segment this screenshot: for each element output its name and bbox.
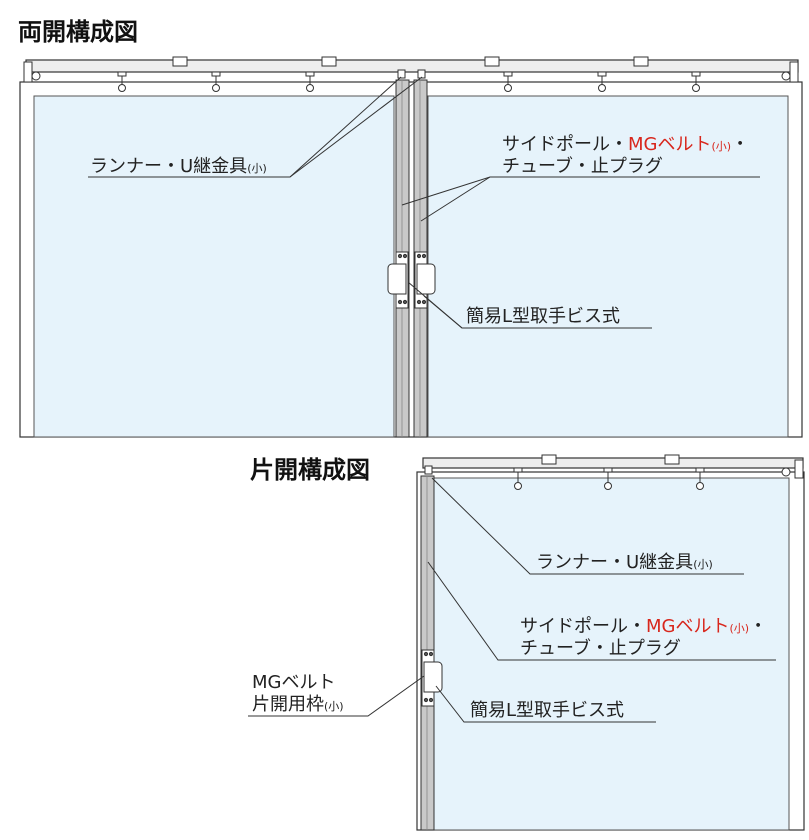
end-hook-icon [781,467,791,477]
single-leader-lines [248,477,776,723]
rail-joint-plate [172,56,188,67]
runner-icon [305,71,315,92]
single-label-handle: 簡易L型取手ビス式 [470,700,624,721]
rail-joint-plate [484,56,500,67]
single-label-runner: ランナー・U継金具(小) [536,552,713,573]
double-label-handle: 簡易L型取手ビス式 [466,306,620,327]
rail-joint-plate [633,56,649,67]
u-joint-icon [424,465,433,475]
rail-joint-plate [321,56,337,67]
double-rail [25,59,799,73]
single-label-pole-line2: チューブ・止プラグ [520,637,681,659]
rail-joint-plate [664,454,680,465]
single-rail [422,457,804,469]
runner-icon [513,467,523,490]
l-handle-icon [421,649,443,707]
double-label-pole-line2: チューブ・止プラグ [502,155,663,177]
double-diagram: ランナー・U継金具(小) サイドポール・MGベルト(小)・ チューブ・止プラグ … [19,56,803,438]
runner-icon [597,71,607,92]
u-joint-icon [397,69,406,79]
double-label-runner: ランナー・U継金具(小) [90,156,267,177]
double-rail-end-left [23,61,33,83]
runner-icon [117,71,127,92]
single-title: 片開構成図 [250,456,370,484]
rail-joint-plate [541,454,557,465]
double-label-pole-line1: サイドポール・MGベルト(小)・ [502,134,749,155]
runner-icon [503,71,513,92]
single-label-pole-line1: サイドポール・MGベルト(小)・ [520,616,767,637]
end-hook-icon [31,71,41,81]
runner-icon [695,467,705,490]
l-handle-icon [387,251,409,309]
single-label-frame-line1: MGベルト [252,672,335,693]
l-handle-icon [414,251,436,309]
runner-icon [691,71,701,92]
single-rail-end [794,459,804,479]
double-right-panel [427,95,789,438]
runner-icon [603,467,613,490]
end-hook-icon [781,71,791,81]
double-rail-end-right [789,61,799,83]
single-label-frame-line2: 片開用枠(小) [252,694,344,715]
double-title: 両開構成図 [18,18,138,46]
double-left-panel [33,95,395,438]
leader-lines [88,76,760,329]
runner-icon [211,71,221,92]
single-diagram: ランナー・U継金具(小) サイドポール・MGベルト(小)・ チューブ・止プラグ … [248,454,805,831]
